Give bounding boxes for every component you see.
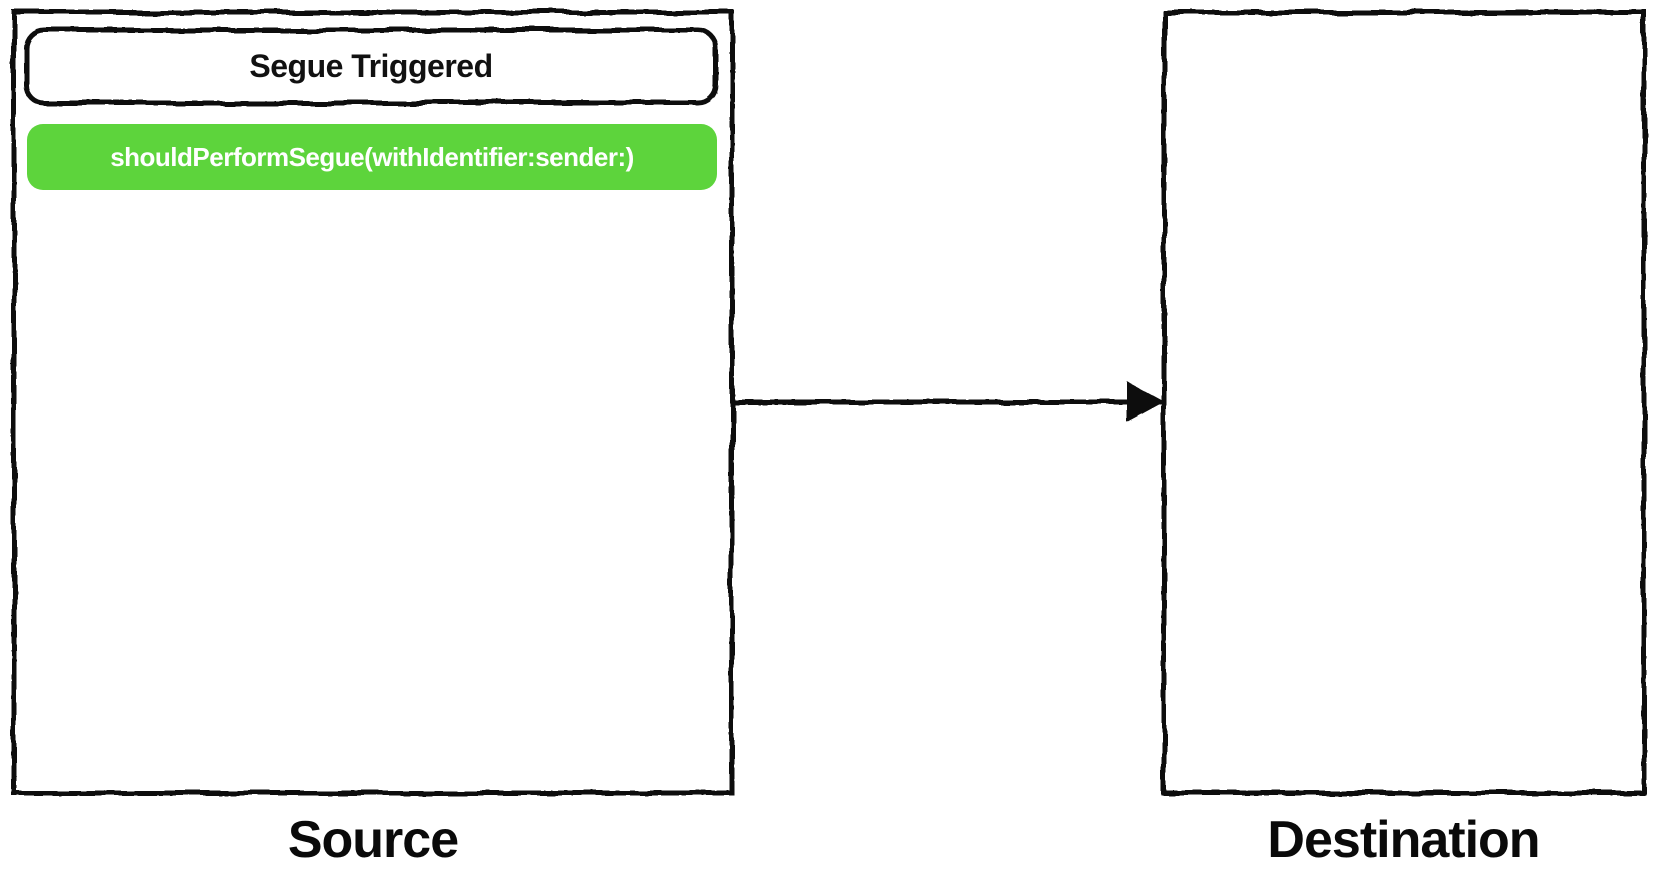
segue-triggered-title: Segue Triggered — [249, 48, 493, 84]
destination-caption: Destination — [1267, 811, 1540, 869]
destination-box-outline — [1161, 9, 1647, 796]
segue-arrow-head-icon — [1127, 381, 1166, 423]
source-caption: Source — [287, 811, 459, 869]
should-perform-segue-method-pill: shouldPerformSegue(withIdentifier:sender… — [27, 124, 717, 190]
